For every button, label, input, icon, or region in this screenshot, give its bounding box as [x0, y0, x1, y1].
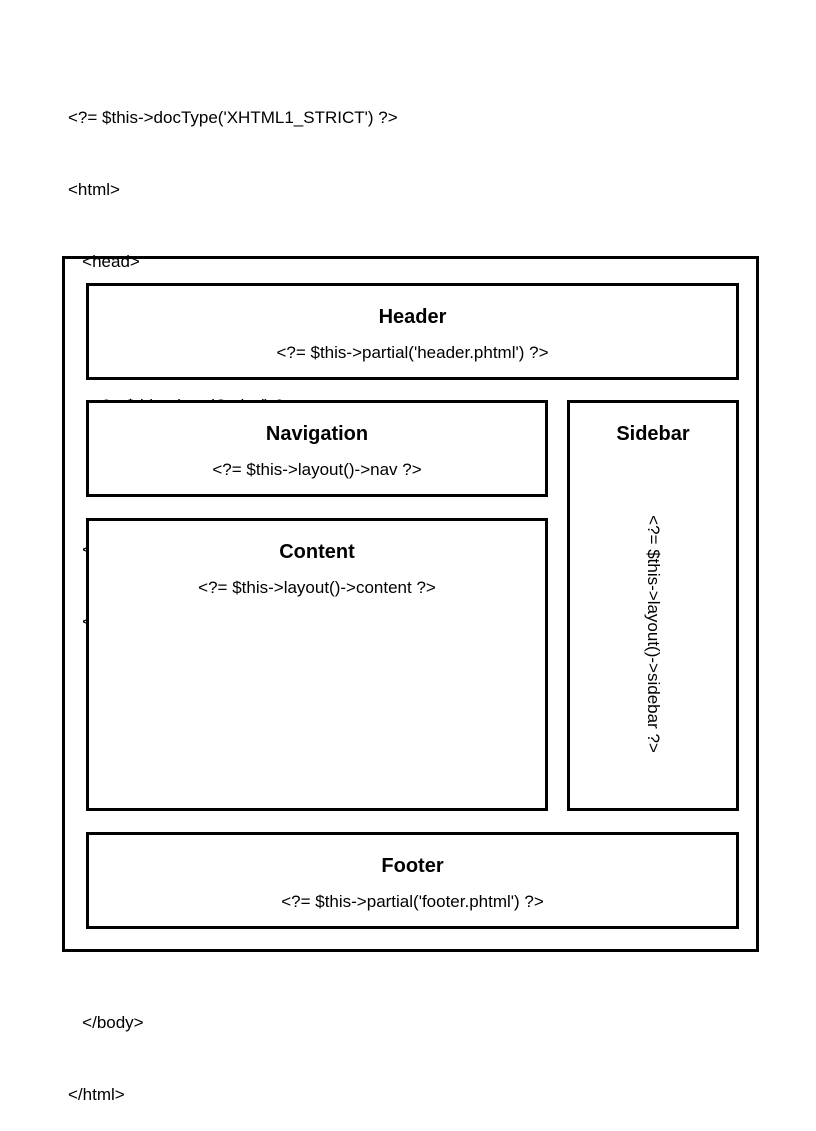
layout-container-box: Header <?= $this->partial('header.phtml'…	[62, 256, 759, 952]
region-title-content: Content	[279, 541, 355, 563]
region-code-sidebar: <?= $this->layout()->sidebar ?>	[644, 514, 663, 753]
code-line: </html>	[68, 1085, 125, 1104]
region-box-sidebar: Sidebar <?= $this->layout()->sidebar ?>	[567, 400, 739, 811]
region-box-footer: Footer <?= $this->partial('footer.phtml'…	[86, 832, 739, 929]
code-listing-bottom: </body> </html>	[68, 963, 144, 1131]
region-box-content: Content <?= $this->layout()->content ?>	[86, 518, 548, 811]
sidebar-rotated-text-wrap: <?= $this->layout()->sidebar ?>	[570, 461, 736, 806]
code-line: <?= $this->docType('XHTML1_STRICT') ?>	[68, 108, 398, 127]
region-code-content: <?= $this->layout()->content ?>	[198, 578, 436, 597]
region-box-navigation: Navigation <?= $this->layout()->nav ?>	[86, 400, 548, 497]
code-line: </body>	[68, 1013, 144, 1032]
region-title-footer: Footer	[381, 855, 444, 877]
region-code-navigation: <?= $this->layout()->nav ?>	[212, 460, 422, 479]
region-code-header: <?= $this->partial('header.phtml') ?>	[276, 343, 549, 362]
region-box-header: Header <?= $this->partial('header.phtml'…	[86, 283, 739, 380]
region-title-header: Header	[378, 306, 447, 328]
region-code-footer: <?= $this->partial('footer.phtml') ?>	[281, 892, 544, 911]
region-title-sidebar: Sidebar	[616, 423, 690, 445]
region-title-navigation: Navigation	[265, 423, 369, 445]
code-line: <html>	[68, 180, 120, 199]
